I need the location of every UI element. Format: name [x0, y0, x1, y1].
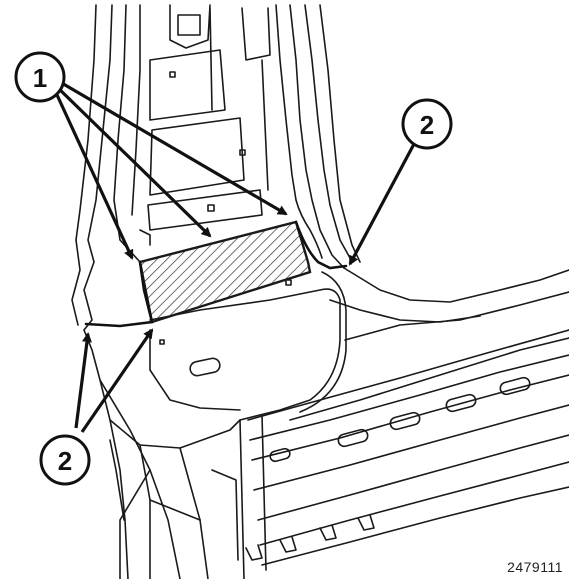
callout-2-top-label: 2 [420, 110, 434, 140]
figure-number: 2479111 [507, 559, 563, 575]
callout-2-bottom-label: 2 [58, 446, 72, 476]
arrow-2-bottom-b [80, 328, 154, 433]
cut-lines [84, 220, 348, 328]
arrow-2-bottom-a [74, 332, 92, 429]
cut-line-left [84, 260, 154, 328]
arrow-1-c [59, 80, 288, 216]
pillar-lower-curve [149, 288, 341, 421]
body-structure [71, 4, 569, 579]
callout-1: 1 [14, 51, 66, 103]
pillar-left-edge [83, 4, 113, 331]
pillar-outer-flange [289, 4, 345, 269]
pillar-inner-panel [113, 4, 141, 263]
callout-2-bottom: 2 [39, 434, 91, 486]
callout-2-top: 2 [401, 98, 453, 150]
rocker-panel [343, 267, 569, 303]
callout-1-label: 1 [33, 63, 47, 93]
leader-arrows [50, 80, 416, 433]
lower-foot-panel [99, 379, 181, 579]
arrow-2-top [348, 143, 416, 266]
arrow-1-a [50, 83, 134, 260]
cut-line-right [294, 220, 348, 270]
arrow-1-b [54, 84, 212, 238]
